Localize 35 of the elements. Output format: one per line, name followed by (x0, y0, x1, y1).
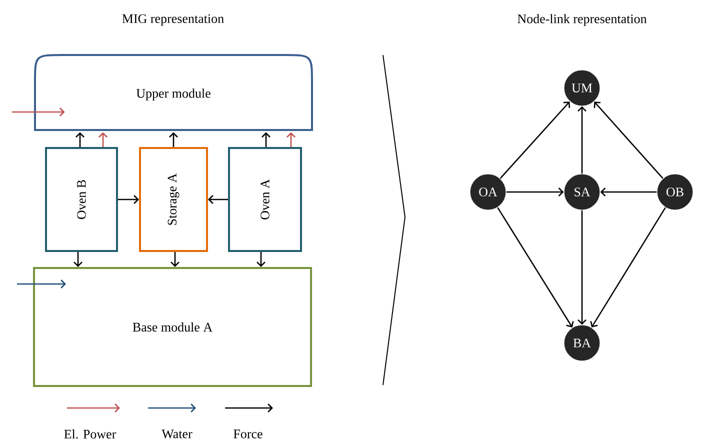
graph-node: BA (564, 324, 600, 362)
legend-label: Force (234, 430, 262, 438)
arrow (118, 195, 139, 204)
arrow (506, 188, 564, 196)
arrow (256, 252, 266, 267)
arrow (578, 210, 586, 325)
arrow (286, 132, 296, 147)
arrow (98, 132, 108, 147)
arrow (497, 207, 574, 328)
arrow (170, 252, 180, 267)
arrow (169, 132, 178, 147)
module-box: Base module A (33, 267, 312, 387)
arrow (208, 195, 228, 204)
arrow (262, 132, 270, 147)
arrow (594, 102, 664, 179)
arrow (17, 280, 66, 288)
panel-title: Node-link representation (518, 14, 647, 26)
arrow (500, 102, 570, 179)
graph-node: UM (564, 70, 600, 106)
arrow (590, 207, 666, 328)
legend-label: Water (162, 430, 192, 438)
graph-node: OA (470, 174, 506, 210)
arrow (12, 108, 65, 116)
arrow (74, 252, 82, 267)
legend-label: El. Power (64, 429, 116, 439)
module-box: Upper module (34, 54, 313, 131)
component-box: Storage A (139, 147, 208, 252)
component-box: Oven A (228, 147, 302, 252)
arrow (578, 106, 586, 174)
component-box: Oven B (45, 147, 118, 252)
panel-title: MIG representation (122, 14, 224, 26)
graph-node: SA (564, 174, 600, 210)
arrow (76, 132, 84, 147)
arrow (600, 188, 657, 196)
graph-node: OB (656, 174, 694, 210)
